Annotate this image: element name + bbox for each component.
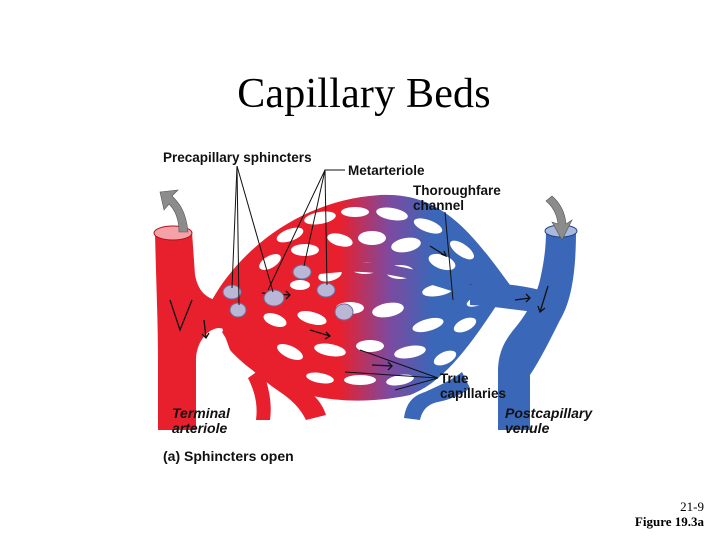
arteriole-flow-arrow-2 [201, 319, 210, 340]
leader-sphincters-3 [236, 165, 274, 293]
venule-join-channel [470, 283, 540, 312]
venule-flow-arrow [514, 293, 531, 303]
venule-flow-arrow-2 [537, 285, 549, 314]
precapillary-sphincter-group [222, 264, 354, 321]
arteriole-main-trunk [155, 232, 245, 430]
label-precapillary-sphincters: Precapillary sphincters [163, 150, 312, 165]
sphincter-4 [292, 264, 312, 280]
label-leader-lines [231, 165, 454, 391]
label-true-capillaries-2: capillaries [440, 386, 507, 401]
leader-thoroughfare [444, 211, 454, 301]
label-postcapillary-venule-1: Postcapillary [505, 405, 593, 421]
venule-main-trunk [498, 230, 576, 430]
figure-reference: Figure 19.3a [634, 514, 704, 529]
label-terminal-arteriole-1: Terminal [172, 405, 230, 421]
page-number: 21-9 [680, 499, 704, 514]
diagram-caption: (a) Sphincters open [163, 448, 294, 464]
sphincter-2 [229, 302, 247, 318]
label-thoroughfare-channel-1: Thoroughfare [413, 183, 501, 198]
leader-true-capillaries-1 [359, 349, 439, 379]
arteriole-small-branch [248, 368, 271, 420]
arteriole-inflow-arrow [159, 189, 189, 233]
label-metarteriole: Metarteriole [348, 163, 425, 178]
label-terminal-arteriole-2: arteriole [172, 420, 228, 436]
sphincter-5 [316, 282, 336, 298]
label-thoroughfare-channel-2: channel [413, 198, 465, 213]
venule-lower-branch [404, 372, 470, 420]
leader-metarteriole-2 [303, 169, 326, 267]
leader-sphincters-1 [231, 165, 238, 289]
leader-sphincters-2 [236, 165, 240, 306]
sphincter-3 [263, 289, 285, 307]
slide-title: Capillary Beds [237, 71, 491, 117]
label-true-capillaries-1: True [440, 371, 469, 386]
venule-outflow-arrow [545, 195, 573, 241]
capillary-mesh [212, 194, 510, 401]
terminal-arteriole-vessel [153, 189, 326, 430]
postcapillary-venule-vessel [404, 195, 578, 430]
leader-true-capillaries-2 [344, 371, 439, 379]
arteriole-lower-branch [222, 320, 326, 420]
arteriole-flow-arrow [169, 299, 193, 332]
label-postcapillary-venule-2: venule [505, 420, 550, 436]
leader-metarteriole-3 [324, 169, 328, 286]
leader-true-capillaries-3 [394, 377, 439, 391]
sphincter-6 [334, 303, 354, 321]
